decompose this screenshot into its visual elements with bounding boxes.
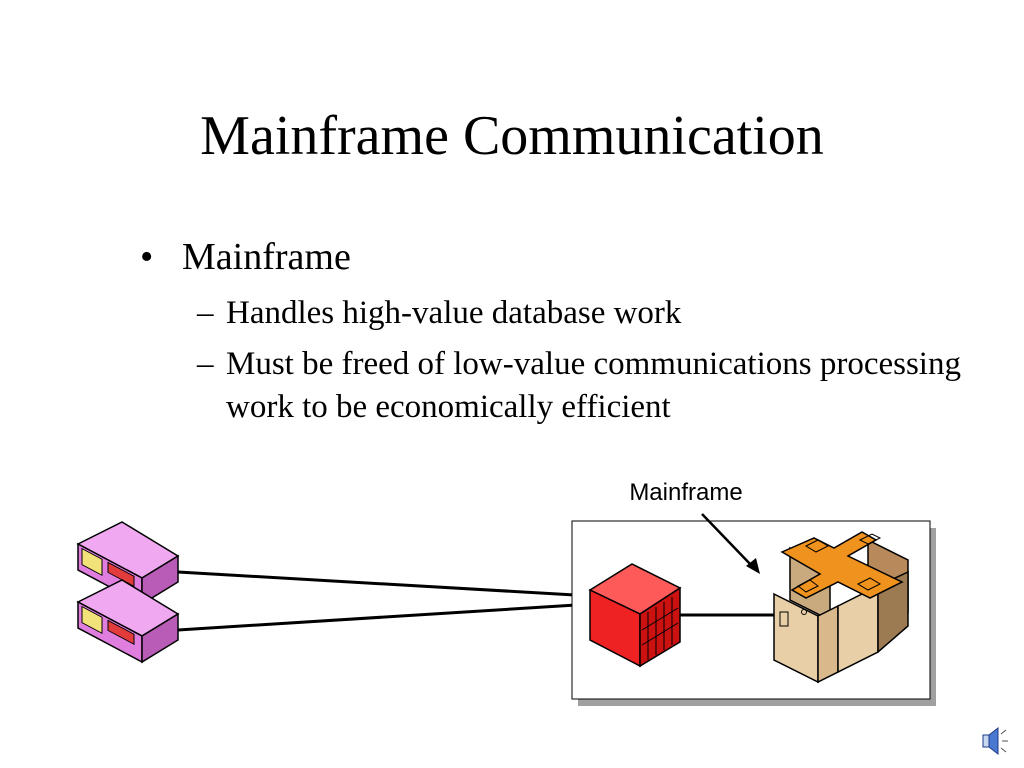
speaker-icon[interactable] <box>982 726 1008 756</box>
sub-bullet-marker: – <box>197 346 214 382</box>
bullet-list: • Mainframe – Handles high-value databas… <box>140 232 1000 429</box>
front-end-processor-icon <box>588 563 682 668</box>
sub-bullet-marker: – <box>197 295 214 331</box>
bullet-marker: • <box>140 236 154 278</box>
mainframe-label: Mainframe <box>629 479 742 506</box>
sub-bullet-economic-efficiency: – Must be freed of low-value communicati… <box>140 343 1000 429</box>
label-arrow-head <box>746 558 760 574</box>
bullet-text: Mainframe <box>182 236 351 278</box>
bullet-mainframe: • Mainframe <box>140 232 1000 282</box>
sub-bullet-text: Handles high-value database work <box>226 295 682 331</box>
mainframe-icon <box>773 531 909 684</box>
terminal-icon <box>76 579 180 664</box>
link-terminal-1 <box>177 570 593 598</box>
label-arrow <box>701 513 753 567</box>
link-terminal-2 <box>177 602 593 632</box>
slide-title: Mainframe Communication <box>200 105 824 167</box>
sub-bullet-text: Must be freed of low-value communication… <box>226 346 961 425</box>
sub-bullet-database-work: – Handles high-value database work <box>140 292 1000 335</box>
